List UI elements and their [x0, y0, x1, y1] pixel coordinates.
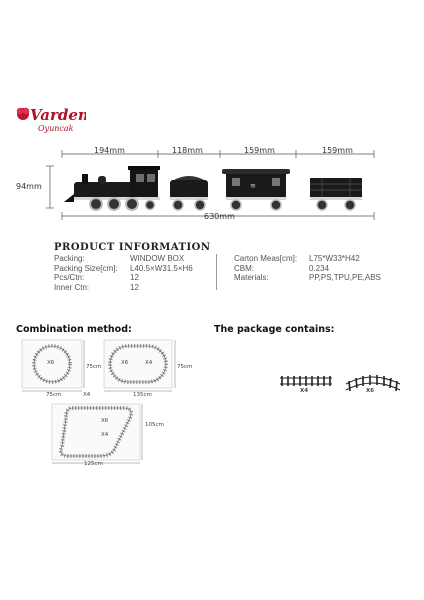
tender: [170, 176, 208, 211]
combination-diagrams: [21, 339, 176, 464]
figure-width: 125cm: [84, 461, 103, 467]
figure-height: 105cm: [145, 422, 164, 428]
oval-between-count: X4: [83, 392, 91, 398]
circle-width: 75cm: [46, 392, 62, 398]
spec-value: L40.5×W31.5×H6: [130, 263, 193, 273]
logo-subtext: Oyuncak: [38, 124, 74, 133]
spec-label: Materials:: [234, 273, 269, 282]
spec-divider: [216, 254, 217, 290]
dim-total: 630mm: [204, 212, 235, 221]
passenger-car: ≋: [222, 169, 290, 211]
oval-width: 135cm: [133, 392, 152, 398]
figure-curve-count: X6: [101, 418, 109, 424]
package-tracks: [280, 375, 401, 392]
spec-right-values: L75*W33*H42 0.234 PP,PS,TPU,PE,ABS: [309, 254, 399, 283]
dim-car-2: 159mm: [322, 146, 353, 155]
brand-logo: Vardem Oyuncak: [16, 106, 86, 133]
spec-left-labels: Packing: Packing Size[cm]: Pcs/Ctn: Inne…: [54, 254, 134, 292]
dim-height: 94mm: [16, 182, 42, 191]
package-title: The package contains:: [214, 324, 335, 335]
locomotive: [64, 166, 160, 211]
train-illustration: ≋: [64, 166, 362, 211]
dim-tender: 118mm: [172, 146, 203, 155]
spec-value: 12: [130, 273, 139, 282]
spec-label: Inner Ctn:: [54, 282, 90, 292]
circle-layout: [21, 339, 85, 392]
oval-layout: [103, 339, 176, 392]
curved-track: [345, 375, 401, 392]
circle-track-count: X6: [47, 360, 55, 366]
curved-track-count: X6: [366, 388, 375, 394]
oval-height: 75cm: [177, 364, 193, 370]
spec-value: 0.234: [309, 263, 330, 273]
straight-track: [280, 376, 332, 386]
dim-locomotive: 194mm: [94, 146, 125, 155]
oval-left-count: X6: [121, 360, 129, 366]
spec-left-values: WINDOW BOX L40.5×W31.5×H6 12 12: [130, 254, 210, 292]
spec-value: PP,PS,TPU,PE,ABS: [309, 273, 381, 282]
circle-height: 75cm: [86, 364, 102, 370]
figure-layout: [51, 403, 143, 464]
dim-car-1: 159mm: [244, 146, 275, 155]
spec-label: Packing:: [54, 254, 85, 263]
dimension-lines: [46, 150, 375, 220]
spec-label: Pcs/Ctn:: [54, 273, 85, 282]
spec-value: WINDOW BOX: [130, 254, 185, 263]
spec-value: 12: [130, 282, 139, 292]
logo-text: Vardem: [30, 106, 86, 124]
straight-track-count: X4: [300, 388, 309, 394]
spec-label: Packing Size[cm]:: [54, 263, 118, 273]
oval-right-count: X4: [145, 360, 153, 366]
combination-title: Combination method:: [16, 324, 132, 335]
spec-right-labels: Carton Meas[cm]: CBM: Materials:: [234, 254, 314, 283]
freight-car: [310, 178, 362, 211]
svg-text:≋: ≋: [250, 182, 256, 190]
product-info-title: PRODUCT INFORMATION: [54, 242, 211, 253]
spec-label: CBM:: [234, 263, 254, 273]
spec-label: Carton Meas[cm]:: [234, 254, 298, 263]
figure-straight-count: X4: [101, 432, 109, 438]
spec-value: L75*W33*H42: [309, 254, 360, 263]
